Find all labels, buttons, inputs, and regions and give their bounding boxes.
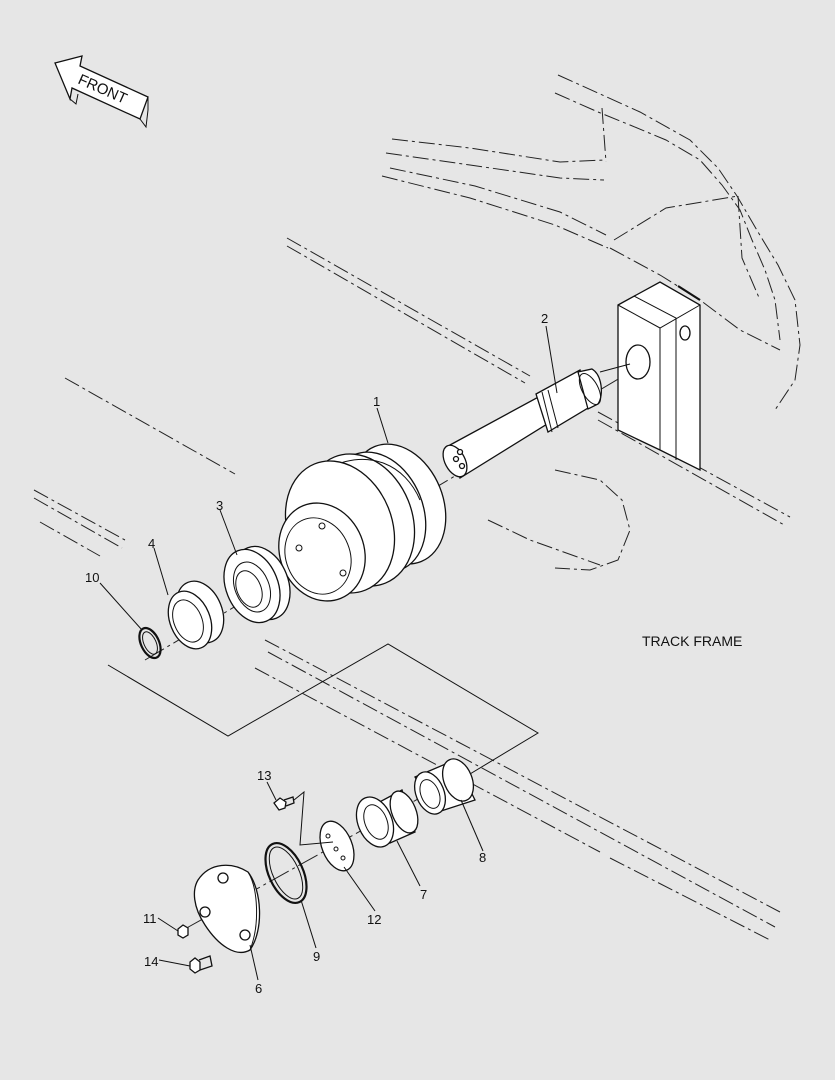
part-washer-12: [319, 820, 355, 872]
part-bolt-13: [273, 790, 334, 846]
callout-13: 13: [257, 768, 271, 783]
callout-labels: 1 2 3 4 6 7 8 9 10 11 12 13 14: [85, 311, 548, 996]
arrow-left-icon: [54, 55, 149, 120]
track-frame-label: TRACK FRAME: [642, 633, 742, 649]
callout-7: 7: [420, 887, 427, 902]
part-oring-9: [264, 842, 308, 904]
callout-2: 2: [541, 311, 548, 326]
part-bolt-14: [189, 955, 213, 974]
part-bushing-7: [355, 789, 419, 848]
part-bushing: [167, 580, 225, 650]
part-sleeve-8: [413, 758, 476, 815]
part-roller: [278, 443, 447, 602]
part-bearing: [223, 545, 291, 624]
part-ring-10: [138, 626, 162, 660]
callout-6: 6: [255, 981, 262, 996]
callout-leaders: [99, 325, 558, 981]
callout-1: 1: [373, 394, 380, 409]
callout-10: 10: [85, 570, 99, 585]
callout-11: 11: [143, 911, 157, 926]
callout-9: 9: [313, 949, 320, 964]
mounting-bracket: [617, 281, 701, 472]
part-nut-11: [177, 924, 189, 939]
callout-3: 3: [216, 498, 223, 513]
callout-12: 12: [367, 912, 381, 927]
callout-8: 8: [479, 850, 486, 865]
callout-14: 14: [144, 954, 158, 969]
callout-4: 4: [148, 536, 155, 551]
front-direction-indicator: FRONT: [54, 55, 149, 129]
part-shaft: [442, 368, 603, 479]
part-cover-6: [193, 864, 261, 953]
